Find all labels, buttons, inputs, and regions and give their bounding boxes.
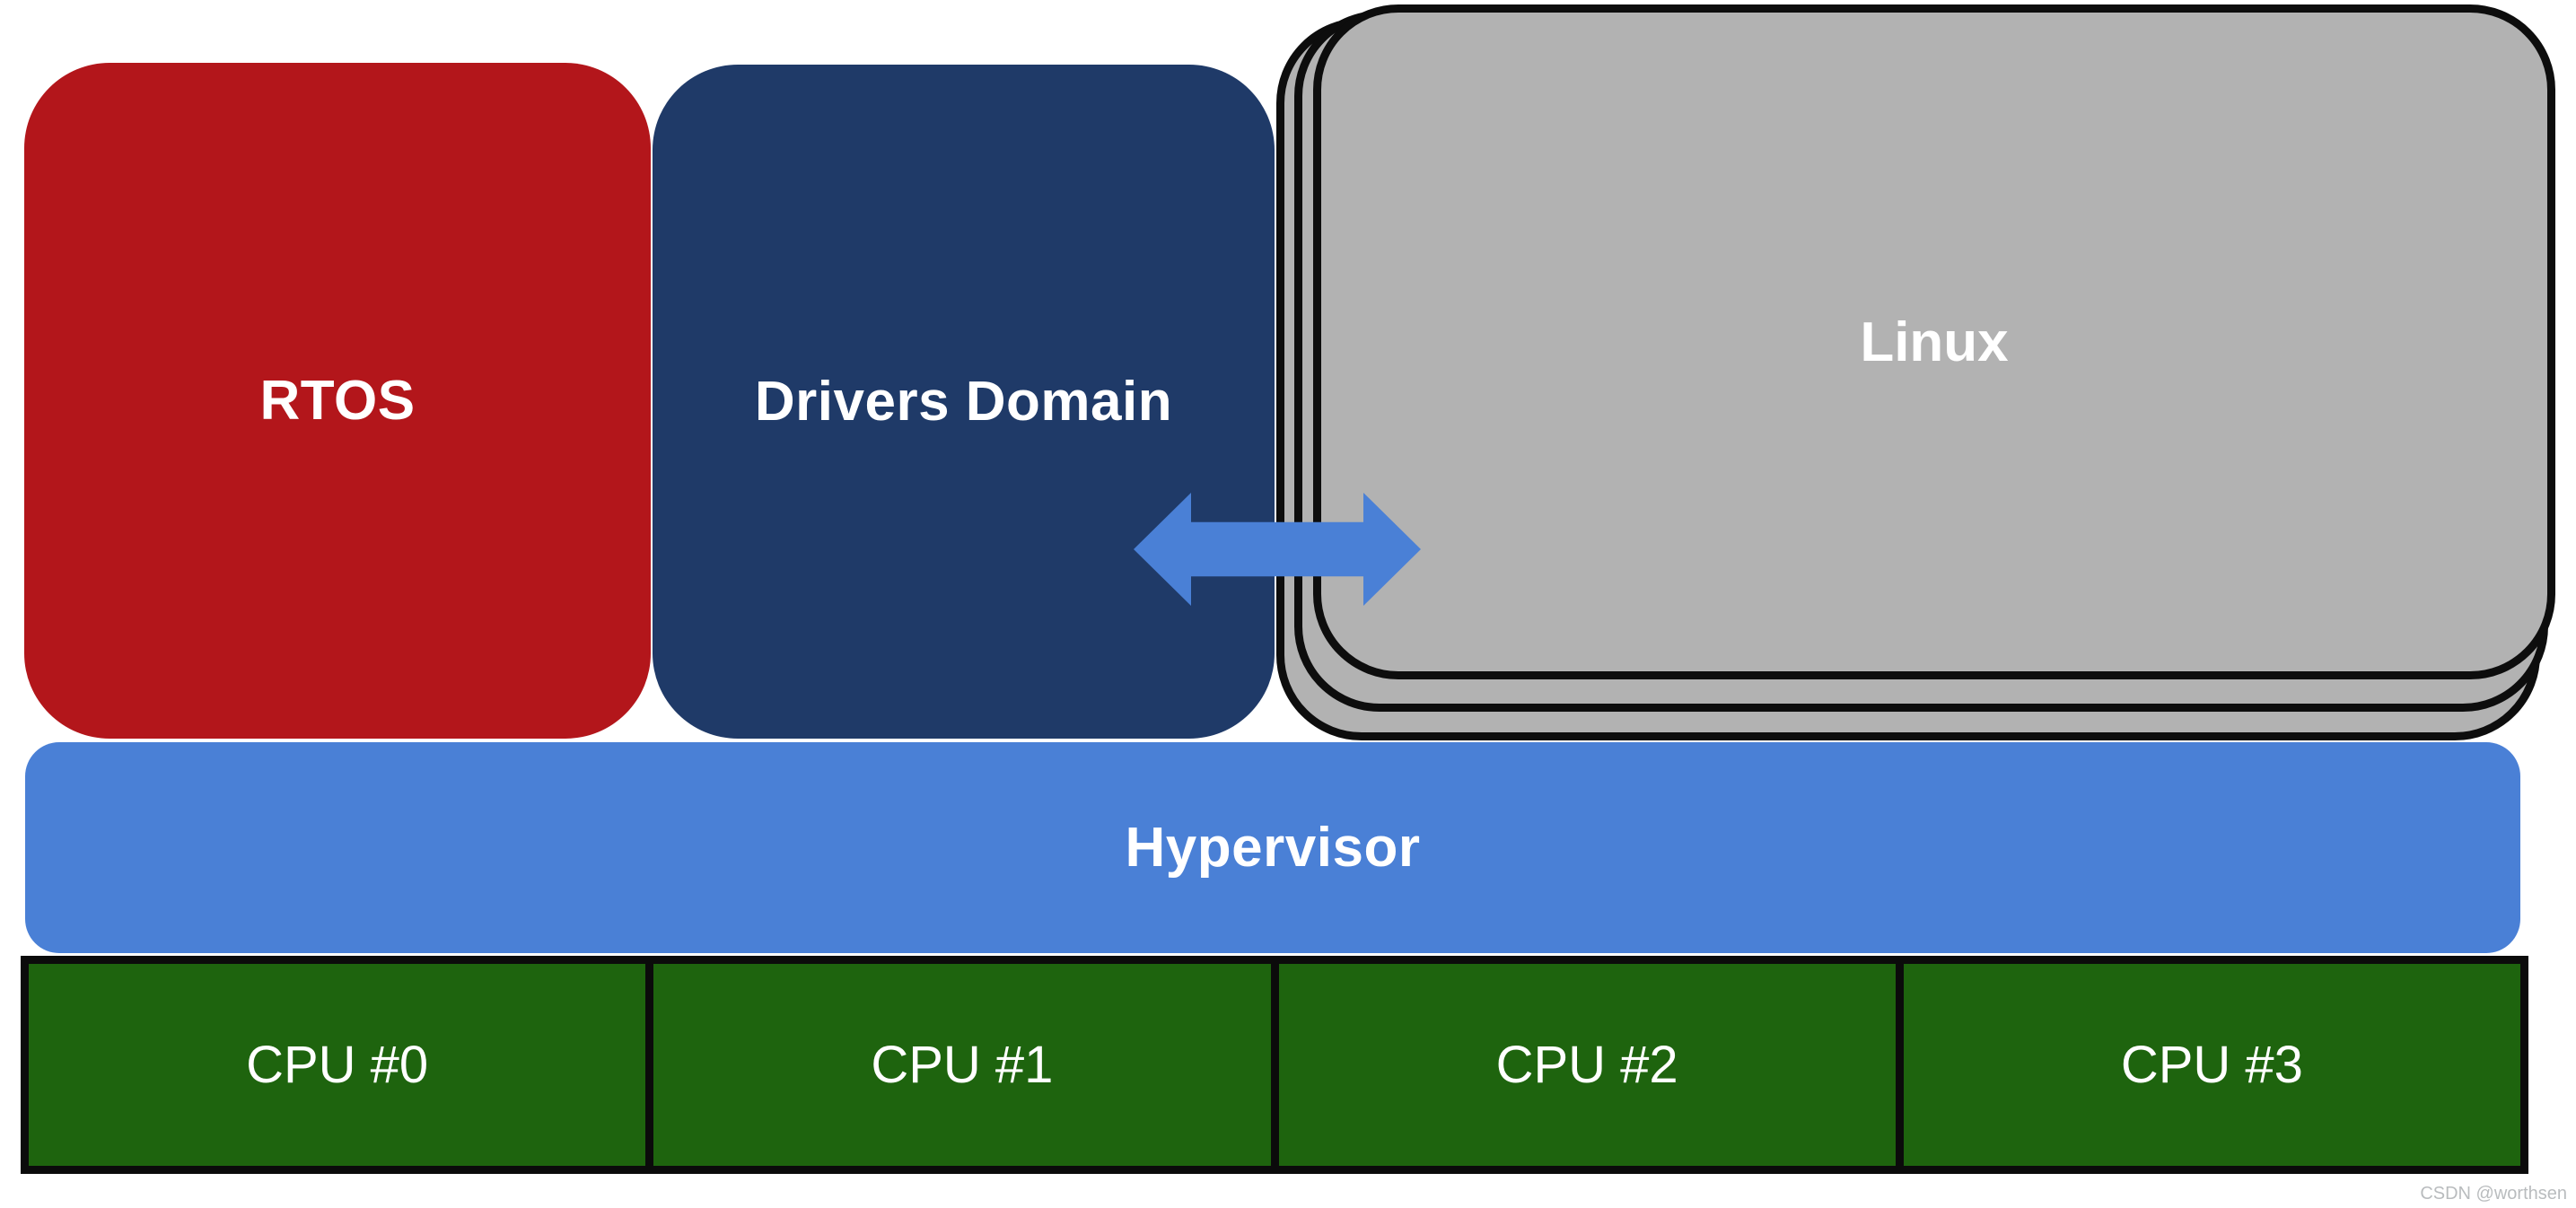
cpu-1-cell: CPU #1 [653,964,1271,1166]
cpu-row: CPU #0 CPU #1 CPU #2 CPU #3 [21,956,2528,1174]
drivers-domain-box: Drivers Domain [653,65,1275,739]
linux-label: Linux [1860,311,2009,373]
hypervisor-label: Hypervisor [1125,817,1421,879]
cpu-0-cell: CPU #0 [29,964,646,1166]
cpu-3-label: CPU #3 [2120,1036,2303,1094]
rtos-label: RTOS [259,370,416,432]
cpu-3-cell: CPU #3 [1903,964,2520,1166]
hypervisor-bar: Hypervisor [25,742,2520,953]
cpu-2-cell: CPU #2 [1278,964,1896,1166]
cpu-2-label: CPU #2 [1495,1036,1678,1094]
cpu-1-label: CPU #1 [871,1036,1054,1094]
watermark: CSDN @worthsen [2420,1184,2567,1204]
linux-box: Linux [1313,4,2555,679]
drivers-domain-label: Drivers Domain [754,371,1173,433]
rtos-box: RTOS [24,63,651,739]
cpu-0-label: CPU #0 [246,1036,429,1094]
